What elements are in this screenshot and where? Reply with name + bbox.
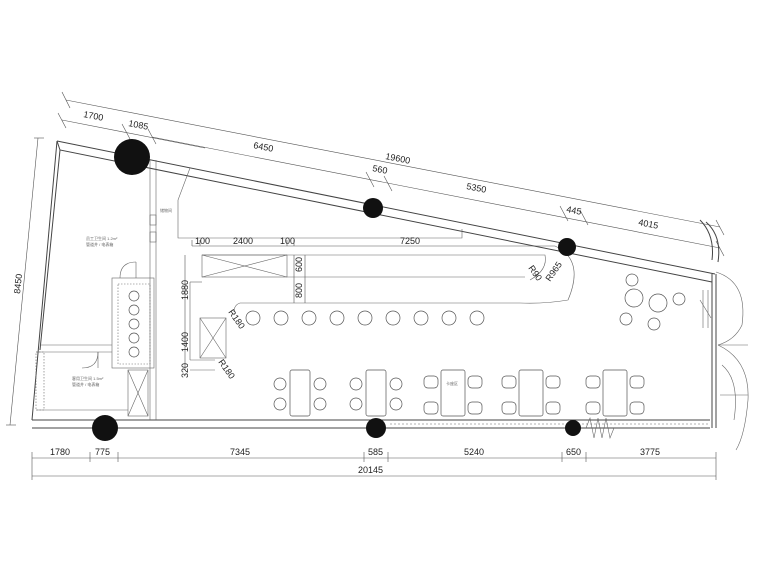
dim-top-7: 4015 (638, 217, 660, 231)
bar-stool (469, 310, 485, 326)
column (558, 238, 576, 256)
dining-table (602, 369, 628, 417)
bar-dimension-lines (184, 240, 306, 370)
bar-stool (301, 310, 317, 326)
bar-stool (385, 310, 401, 326)
dim-bottom-4: 585 (368, 447, 383, 457)
dim-top-5: 5350 (466, 181, 488, 195)
top-dimension-lines (57, 91, 725, 257)
dim-bar-2: 2400 (233, 236, 253, 246)
dim-bottom-1: 1780 (50, 447, 70, 457)
bar-stool (245, 310, 261, 326)
dim-bottom-5: 5240 (464, 447, 484, 457)
bar-stool (273, 310, 289, 326)
dim-bottom-7: 3775 (640, 447, 660, 457)
dim-left-v-3: 320 (180, 363, 190, 378)
column (92, 415, 118, 441)
dim-left-v-2: 1400 (180, 332, 190, 352)
interior-partitions (149, 160, 463, 420)
dim-top-2: 1085 (128, 118, 150, 132)
round-tables (619, 273, 712, 331)
room-a-note-2: 管道井 / 电表箱 (86, 241, 113, 247)
dim-bar-4: 7250 (400, 236, 420, 246)
dim-bar-3: 100 (280, 236, 295, 246)
bar-stool (357, 310, 373, 326)
dim-bottom-3: 7345 (230, 447, 250, 457)
dim-top-overall: 19600 (385, 151, 411, 166)
bar-stools (245, 310, 485, 326)
dim-top-6: 445 (566, 204, 583, 217)
bar-counter (189, 245, 575, 371)
entrance-door (585, 416, 615, 440)
table-area-label: 卡座区 (446, 380, 458, 386)
bar-stool (413, 310, 429, 326)
structural-columns (92, 139, 581, 441)
dim-bar-side-2: 800 (294, 283, 304, 298)
outer-walls (31, 140, 717, 429)
store-label: 储物间 (160, 207, 172, 213)
bar-stool (441, 310, 457, 326)
dining-tables (273, 369, 645, 417)
bottom-dimension-lines (31, 452, 717, 480)
left-dimension-line (6, 137, 44, 426)
dim-radius-4: R965 (543, 260, 564, 283)
column (366, 418, 386, 438)
dim-top-1: 1700 (83, 109, 105, 123)
dim-top-4: 560 (372, 163, 389, 176)
dim-left-height: 8450 (12, 273, 24, 294)
dim-radius-3: R90 (526, 263, 544, 282)
dim-top-3: 6450 (253, 140, 275, 154)
dining-table (518, 369, 544, 417)
dim-radius-1: R180 (226, 307, 247, 330)
dining-table (440, 369, 466, 417)
bar-stool (329, 310, 345, 326)
service-rooms (35, 261, 155, 417)
dim-bottom-2: 775 (95, 447, 110, 457)
room-b-note-1: 客用卫生间 1.5m² (72, 375, 104, 381)
column (565, 420, 581, 436)
room-b-note-2: 管道井 / 电表箱 (72, 381, 99, 387)
column (114, 139, 150, 175)
storefront-curve (699, 219, 749, 451)
dim-bottom-overall: 20145 (358, 465, 383, 475)
room-a-note-1: 员工卫生间 1.2m² (86, 235, 118, 241)
column (363, 198, 383, 218)
dim-bottom-6: 650 (566, 447, 581, 457)
dim-bar-1: 100 (195, 236, 210, 246)
dim-radius-2: R180 (216, 357, 237, 380)
dim-bar-side-1: 600 (294, 257, 304, 272)
dining-table (365, 369, 387, 417)
dining-table (289, 369, 311, 417)
dim-left-v-1: 1880 (180, 280, 190, 300)
